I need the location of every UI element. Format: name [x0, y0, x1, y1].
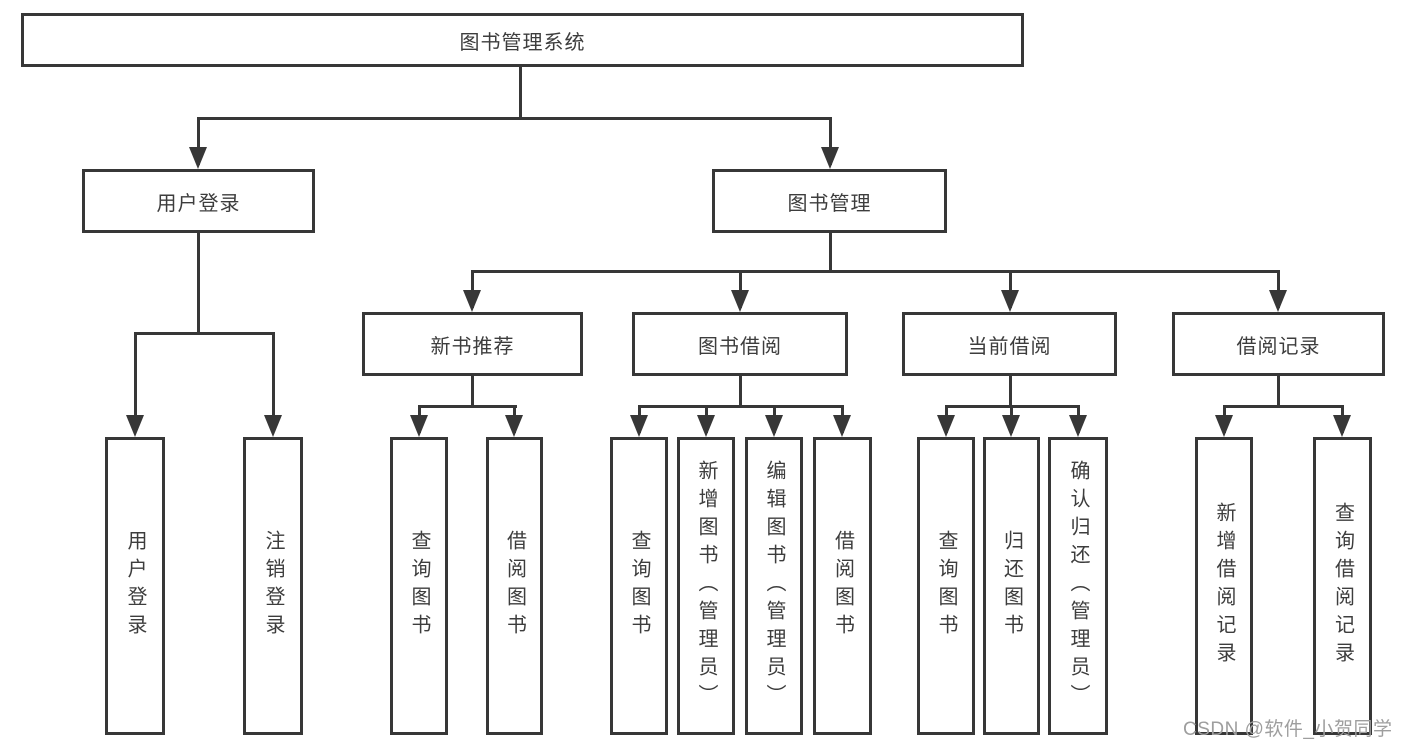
- leaf-query-books-current: 查询图书: [917, 437, 975, 735]
- connector-drop: [1009, 270, 1012, 308]
- arrowhead-icon: [1001, 290, 1019, 312]
- arrowhead-icon: [189, 147, 207, 169]
- arrowhead-icon: [765, 415, 783, 437]
- connector-stem-book-borrow: [739, 376, 742, 406]
- connector-bus-new-book: [418, 405, 517, 408]
- connector-stem-borrow-records: [1277, 376, 1280, 406]
- leaf-query-books-borrow: 查询图书: [610, 437, 668, 735]
- leaf-borrow-books: 借阅图书: [813, 437, 872, 735]
- leaf-logout: 注销登录: [243, 437, 303, 735]
- node-user-login: 用户登录: [82, 169, 315, 233]
- arrowhead-icon: [697, 415, 715, 437]
- arrowhead-icon: [1069, 415, 1087, 437]
- arrowhead-icon: [821, 147, 839, 169]
- connector-drop: [197, 117, 200, 165]
- arrowhead-icon: [1002, 415, 1020, 437]
- arrowhead-icon: [264, 415, 282, 437]
- connector-bus-book-management: [471, 270, 1280, 273]
- connector-bus-root: [197, 117, 832, 120]
- arrowhead-icon: [833, 415, 851, 437]
- arrowhead-icon: [126, 415, 144, 437]
- arrowhead-icon: [463, 290, 481, 312]
- connector-drop: [829, 117, 832, 165]
- connector-stem-user-login: [197, 233, 200, 333]
- connector-bus-book-borrow: [638, 405, 844, 408]
- arrowhead-icon: [1333, 415, 1351, 437]
- connector-bus-borrow-records: [1223, 405, 1344, 408]
- leaf-query-books-recommend: 查询图书: [390, 437, 448, 735]
- connector-drop: [1277, 270, 1280, 308]
- connector-bus-user-login: [134, 332, 275, 335]
- leaf-return-books: 归还图书: [983, 437, 1040, 735]
- watermark-text: CSDN @软件_小贺同学: [1183, 719, 1393, 740]
- node-book-borrow: 图书借阅: [632, 312, 848, 376]
- node-book-management: 图书管理: [712, 169, 947, 233]
- connector-drop: [272, 332, 275, 432]
- leaf-add-books-admin: 新增图书（管理员）: [677, 437, 735, 735]
- connector-stem-book-management: [829, 233, 832, 271]
- arrowhead-icon: [1269, 290, 1287, 312]
- arrowhead-icon: [731, 290, 749, 312]
- connector-stem-new-book: [471, 376, 474, 406]
- arrowhead-icon: [1215, 415, 1233, 437]
- node-current-borrow: 当前借阅: [902, 312, 1117, 376]
- leaf-query-borrow-record: 查询借阅记录: [1313, 437, 1372, 735]
- connector-stem-current-borrow: [1009, 376, 1012, 406]
- arrowhead-icon: [630, 415, 648, 437]
- arrowhead-icon: [937, 415, 955, 437]
- connector-drop: [739, 270, 742, 308]
- leaf-edit-books-admin: 编辑图书（管理员）: [745, 437, 803, 735]
- leaf-user-login: 用户登录: [105, 437, 165, 735]
- node-new-book-recommend: 新书推荐: [362, 312, 583, 376]
- arrowhead-icon: [410, 415, 428, 437]
- leaf-borrow-books-recommend: 借阅图书: [486, 437, 543, 735]
- node-borrow-records: 借阅记录: [1172, 312, 1385, 376]
- connector-stem-root: [519, 67, 522, 118]
- arrowhead-icon: [505, 415, 523, 437]
- node-root: 图书管理系统: [21, 13, 1024, 67]
- leaf-add-borrow-record: 新增借阅记录: [1195, 437, 1253, 735]
- connector-drop: [471, 270, 474, 308]
- connector-drop: [134, 332, 137, 432]
- leaf-confirm-return-admin: 确认归还（管理员）: [1048, 437, 1108, 735]
